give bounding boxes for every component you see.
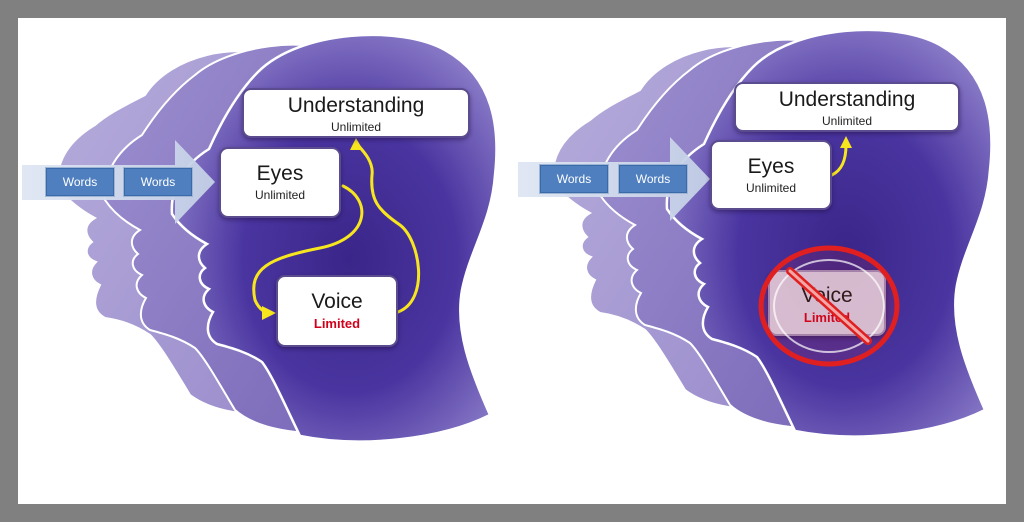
left-arrowhead-understanding	[350, 138, 363, 150]
right-eyes-subtitle: Unlimited	[745, 181, 796, 195]
left-arrow-eyes-to-voice	[252, 184, 364, 315]
right-flow-arrows	[830, 143, 848, 177]
right-understanding-box: Understanding Unlimited	[734, 82, 960, 132]
left-voice-subtitle: Limited	[313, 316, 361, 331]
right-voice-box: Voice Limited	[768, 270, 886, 336]
left-words-chip-2: Words	[124, 168, 192, 196]
right-arrowhead-understanding	[840, 136, 852, 148]
left-flow-arrows	[252, 141, 421, 315]
right-arrow-eyes-to-understanding	[830, 143, 848, 177]
left-eyes-subtitle: Unlimited	[254, 188, 305, 202]
left-eyes-title: Eyes	[256, 162, 304, 185]
left-voice-box: Voice Limited	[276, 275, 398, 347]
right-eyes-box: Eyes Unlimited	[710, 140, 832, 210]
left-understanding-title: Understanding	[287, 94, 425, 117]
left-voice-title: Voice	[311, 290, 363, 313]
right-arrow-band	[518, 137, 710, 221]
left-arrow-band	[22, 140, 215, 224]
right-understanding-subtitle: Unlimited	[821, 114, 872, 128]
right-words-chip-1: Words	[540, 165, 608, 193]
prohibition-sign-icon	[758, 245, 900, 367]
right-eyes-title: Eyes	[747, 155, 795, 178]
right-words-chip-2: Words	[619, 165, 687, 193]
left-understanding-subtitle: Unlimited	[330, 120, 381, 134]
left-understanding-box: Understanding Unlimited	[242, 88, 470, 138]
left-arrow-voice-to-understanding	[354, 141, 421, 314]
left-words-chip-1: Words	[46, 168, 114, 196]
right-understanding-title: Understanding	[778, 88, 916, 111]
left-eyes-box: Eyes Unlimited	[219, 147, 341, 218]
left-arrowhead-voice	[262, 306, 276, 320]
